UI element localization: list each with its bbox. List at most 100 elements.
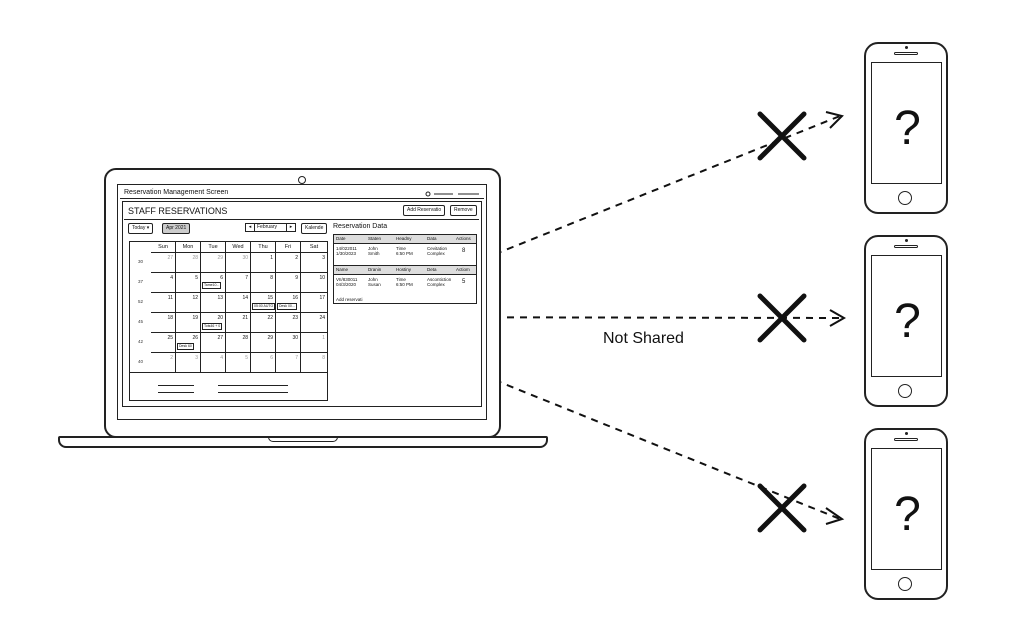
day-number: 5 — [245, 355, 248, 361]
calendar-day[interactable]: 24 — [301, 312, 327, 332]
calendar-day[interactable]: 1 — [301, 332, 327, 352]
day-number: 1 — [322, 335, 325, 341]
calendar-day[interactable]: 15 — [251, 292, 276, 312]
calendar-day[interactable]: 28 — [176, 252, 201, 272]
calendar-day[interactable]: 11 — [151, 292, 176, 312]
calendar-day[interactable]: 27 — [201, 332, 226, 352]
question-mark: ? — [894, 102, 921, 155]
day-number: 21 — [242, 315, 248, 321]
calendar-day[interactable]: 25 — [151, 332, 176, 352]
calendar-day[interactable]: 9 — [276, 272, 301, 292]
phone-middle: ? — [864, 235, 948, 407]
table-cell: John Susan — [368, 277, 381, 287]
calendar-day[interactable]: 10 — [301, 272, 327, 292]
calendar-day[interactable]: 7 — [226, 272, 251, 292]
calendar-event[interactable]: Tame10... — [202, 282, 222, 289]
week-number: 52 — [137, 299, 143, 304]
day-number: 17 — [319, 295, 325, 301]
calendar-day[interactable]: 28 — [226, 332, 251, 352]
calendar-day[interactable]: 23 — [276, 312, 301, 332]
page-title: STAFF RESERVATIONS — [128, 206, 228, 216]
add-reservation-button[interactable]: Add Reservatio — [403, 205, 446, 216]
reservation-data-title: Reservation Data — [333, 223, 388, 230]
calendar-day[interactable]: 26 — [176, 332, 201, 352]
window-title: Reservation Management Screen — [124, 189, 229, 196]
calendar-day[interactable]: 16 — [276, 292, 301, 312]
phone-speaker-icon — [894, 245, 918, 248]
day-number: 10 — [319, 275, 325, 281]
table-cell: Time 6:50 PM — [396, 277, 413, 287]
day-number: 20 — [217, 315, 223, 321]
calendar-day[interactable]: 8 — [301, 352, 327, 372]
calendar-day[interactable]: 1 — [251, 252, 276, 272]
prev-month-icon[interactable]: ◂ — [246, 224, 255, 231]
calendar-day[interactable]: 6 — [201, 272, 226, 292]
day-number: 9 — [295, 275, 298, 281]
table-cell: John Smith — [368, 246, 380, 256]
arrowhead-bottom — [825, 507, 845, 525]
calendar-day[interactable]: 3 — [301, 252, 327, 272]
day-number: 7 — [245, 275, 248, 281]
day-number: 8 — [270, 275, 273, 281]
phone-screen: ? — [871, 62, 942, 184]
calendar-day[interactable]: 30 — [276, 332, 301, 352]
calendar-day[interactable]: 22 — [251, 312, 276, 332]
calendar-day[interactable]: 4 — [201, 352, 226, 372]
calendar-event[interactable]: Tots46 + 0 — [202, 323, 223, 330]
calendar-day[interactable]: 18 — [151, 312, 176, 332]
window-controls-icon — [425, 191, 479, 197]
phone-home-button-icon — [898, 577, 912, 591]
calendar-day[interactable]: 8 — [251, 272, 276, 292]
day-number: 29 — [217, 255, 223, 261]
table-row[interactable]: VII/830011 04/3/2020 John Susan Time 6:5… — [334, 274, 476, 294]
calendar-day[interactable]: 12 — [176, 292, 201, 312]
calendar-day[interactable]: 30 — [226, 252, 251, 272]
table-cell: Time 6:50 PM — [396, 246, 413, 256]
day-number: 30 — [242, 255, 248, 261]
calendar-event[interactable]: Desk 60 — [177, 343, 194, 350]
day-number: 7 — [295, 355, 298, 361]
table-row[interactable]: 14/022011 1/30/2023 John Smith Time 6:50… — [334, 243, 476, 263]
calendar-footer-divider — [130, 372, 327, 373]
calendar-day[interactable]: 21 — [226, 312, 251, 332]
app-frame — [122, 201, 482, 407]
add-reservation-link[interactable]: Add reservati — [336, 297, 363, 302]
weekday-header: Tue — [201, 242, 226, 252]
footer-placeholder-line — [158, 392, 194, 393]
calendar-day[interactable]: 2 — [151, 352, 176, 372]
calendar-day[interactable]: 6 — [251, 352, 276, 372]
next-month-icon[interactable]: ▸ — [286, 224, 295, 231]
phone-home-button-icon — [898, 191, 912, 205]
calendar-day[interactable]: 19 — [176, 312, 201, 332]
calendar-day[interactable]: 29 — [251, 332, 276, 352]
calendar-day[interactable]: 20 — [201, 312, 226, 332]
calendar-event[interactable]: Desk 00... — [277, 303, 297, 310]
laptop-notch — [268, 437, 338, 442]
calendar-event[interactable]: 05:00 AUTO — [252, 303, 276, 310]
day-number: 28 — [242, 335, 248, 341]
calendar-day[interactable]: 3 — [176, 352, 201, 372]
day-number: 26 — [192, 335, 198, 341]
month-year-select[interactable]: Apr 2021 — [162, 223, 191, 234]
calendar-day[interactable]: 14 — [226, 292, 251, 312]
calendar-day[interactable]: 29 — [201, 252, 226, 272]
calendar-day[interactable]: 5 — [176, 272, 201, 292]
calendar-day[interactable]: 2 — [276, 252, 301, 272]
day-number: 24 — [319, 315, 325, 321]
kalender-button[interactable]: Kalende — [301, 223, 328, 234]
column-header: Date — [336, 236, 346, 241]
day-number: 5 — [195, 275, 198, 281]
day-number: 13 — [217, 295, 223, 301]
arrowhead-middle — [829, 309, 847, 327]
webcam-icon — [298, 176, 306, 184]
calendar-day[interactable]: 27 — [151, 252, 176, 272]
remove-button[interactable]: Remove — [450, 205, 477, 216]
table-cell: 5 — [462, 279, 466, 285]
calendar-day[interactable]: 13 — [201, 292, 226, 312]
calendar-day[interactable]: 17 — [301, 292, 327, 312]
calendar-day[interactable]: 5 — [226, 352, 251, 372]
calendar-day[interactable]: 7 — [276, 352, 301, 372]
calendar-day[interactable]: 4 — [151, 272, 176, 292]
today-dropdown[interactable]: Today ▾ — [128, 223, 154, 234]
